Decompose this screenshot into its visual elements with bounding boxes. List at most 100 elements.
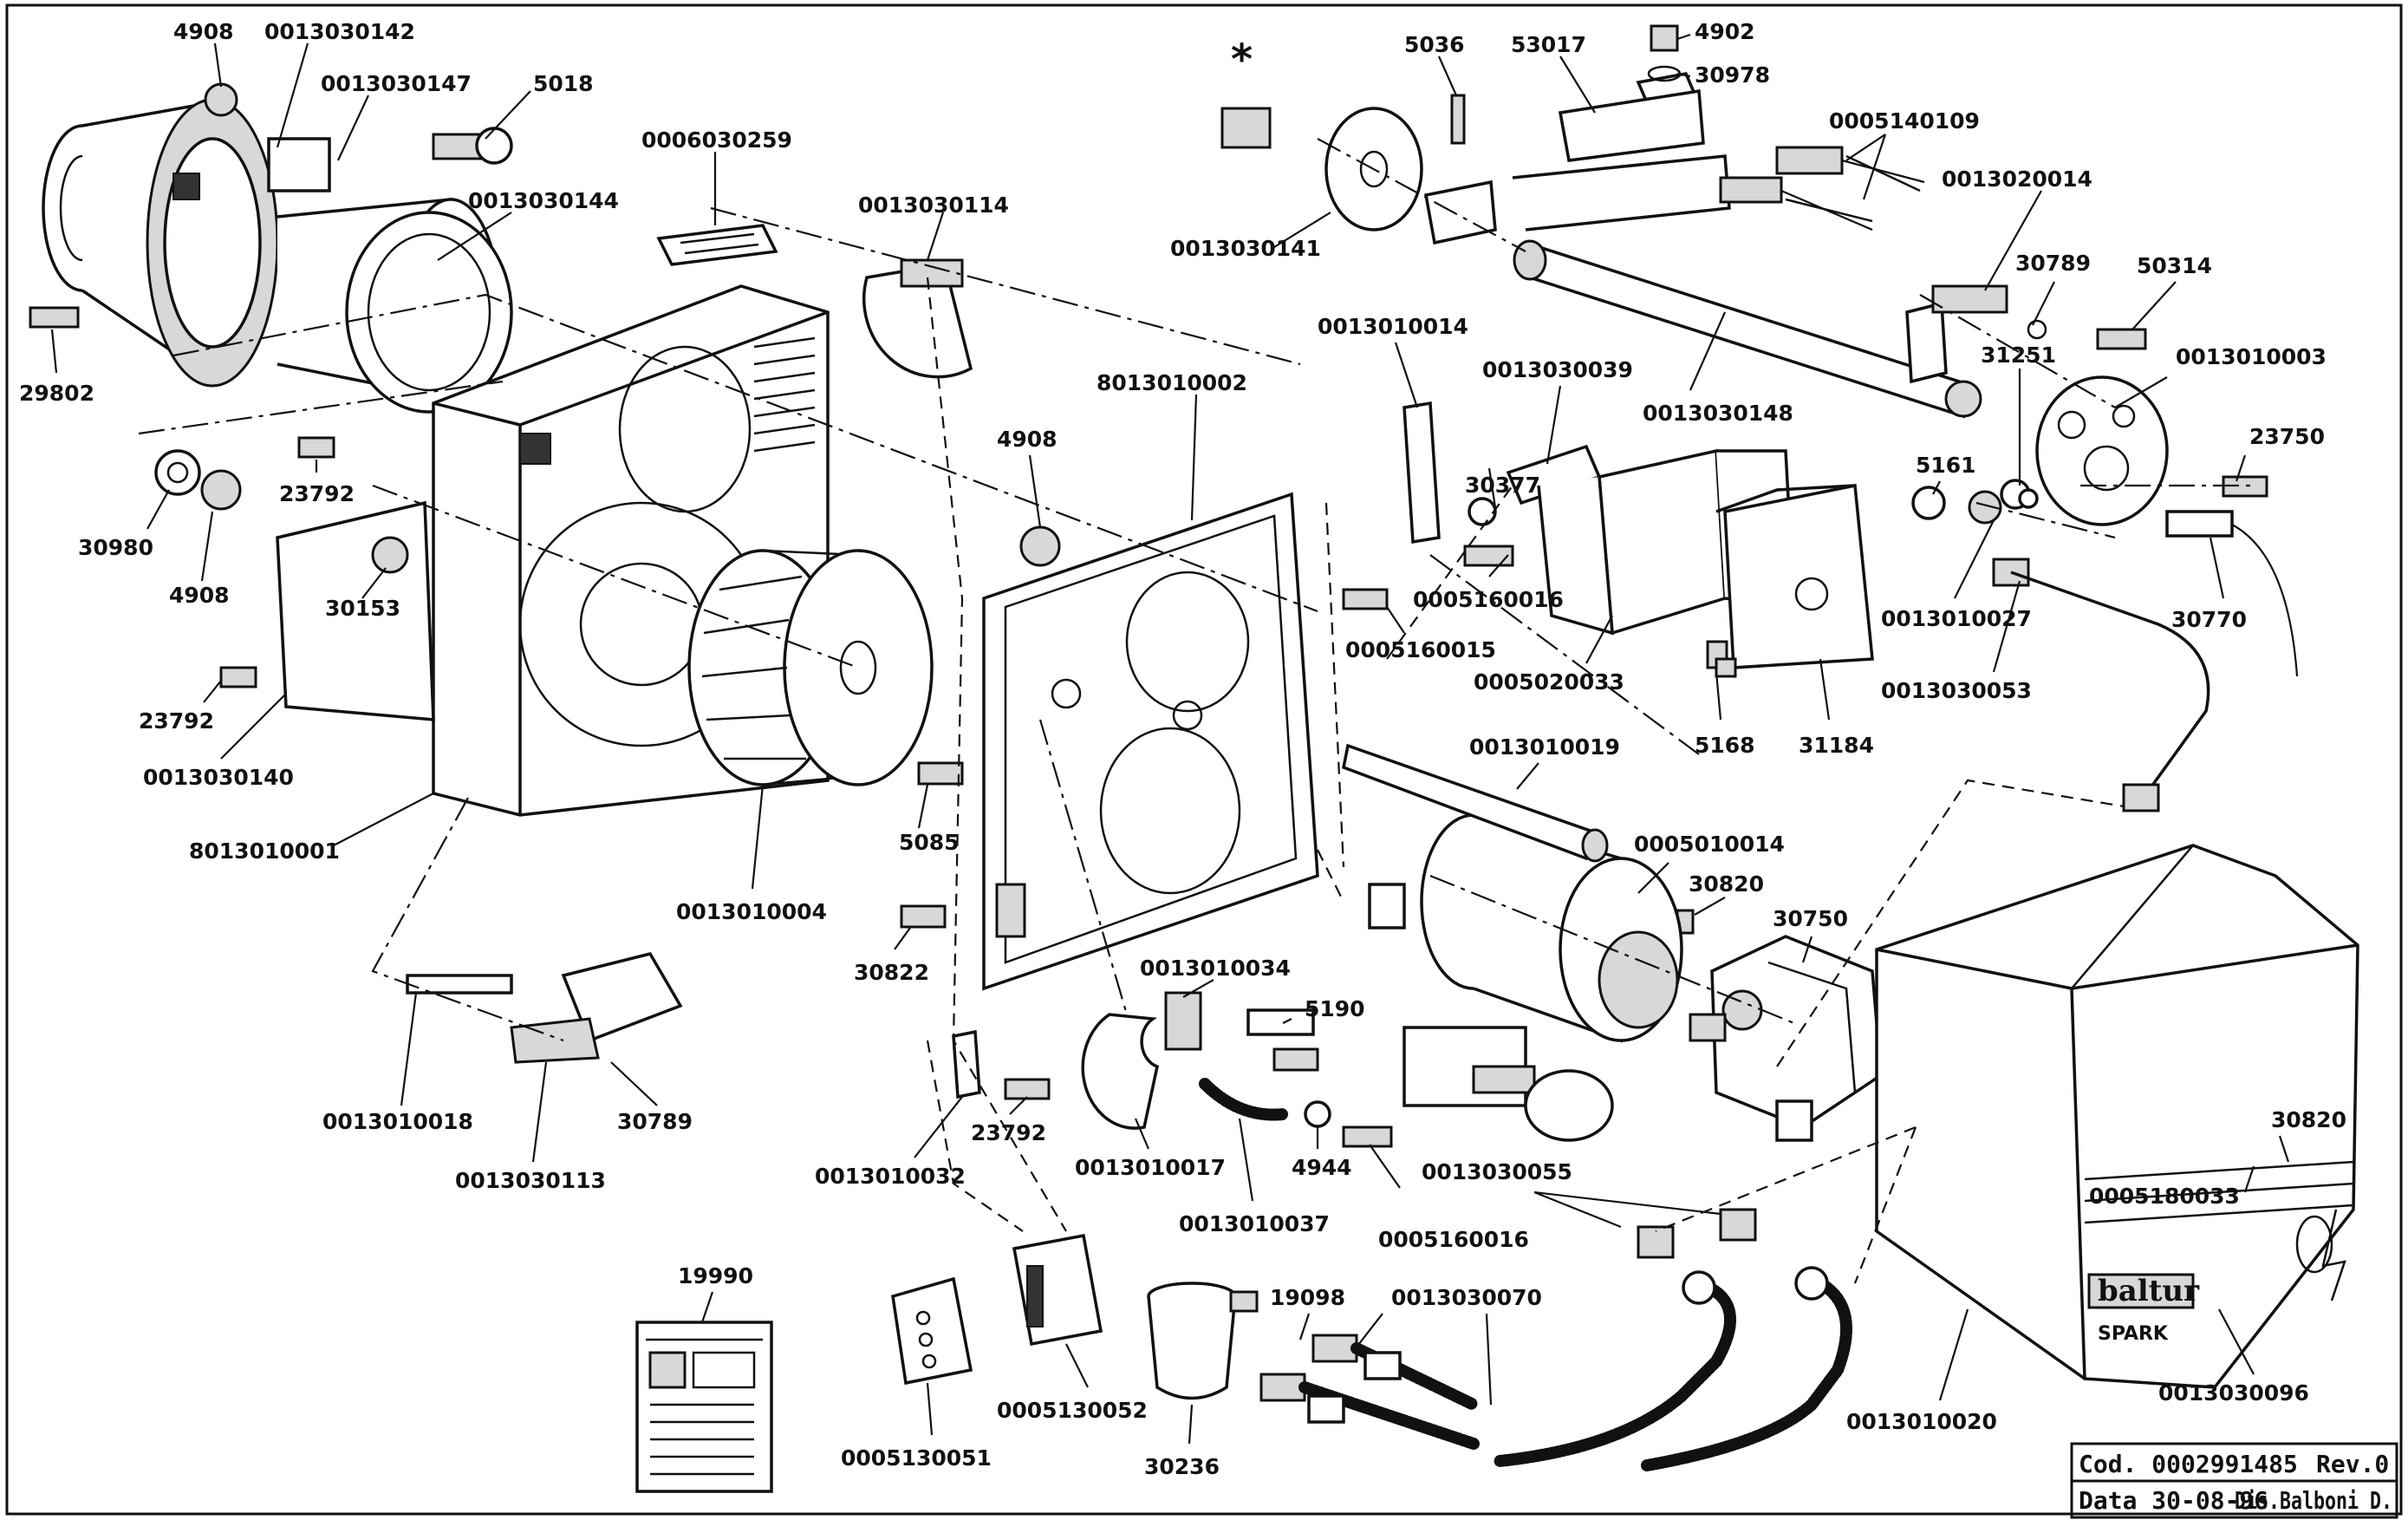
part-label: 0013010014 [1318, 314, 1468, 339]
oil-pump [1689, 935, 1883, 1142]
part-label: 8013010002 [1097, 370, 1247, 395]
connector-plugs [891, 1233, 1103, 1386]
part-label: 0013030148 [1643, 401, 1793, 426]
part-label: 0005130052 [997, 1398, 1148, 1423]
air-regulator-disc [1931, 284, 2169, 526]
part-label: 0013030147 [321, 71, 472, 96]
air-damper [862, 258, 973, 379]
fan-wheel [687, 549, 934, 786]
housing-vents [753, 336, 816, 453]
part-label: 53017 [1511, 32, 1586, 57]
part-label: 29802 [19, 381, 94, 406]
tie-rod [1341, 743, 1609, 863]
part-label: 0013010003 [2176, 344, 2327, 369]
oil-filter [1147, 1282, 1259, 1400]
part-label: 30789 [2015, 251, 2091, 276]
burner-cover: baltur SPARK [1875, 844, 2359, 1389]
part-label: 30822 [854, 960, 929, 985]
part-label: 0013010034 [1140, 956, 1291, 981]
part-label: 0005130051 [841, 1445, 992, 1471]
part-label: 0013010037 [1179, 1211, 1330, 1236]
part-label: 0013030114 [858, 192, 1009, 218]
drawing-code: Cod. 0002991485 [2079, 1450, 2298, 1478]
nozzle: * [1220, 36, 1272, 149]
flexible-hoses [1259, 1208, 1852, 1471]
part-label: 0013030140 [143, 765, 294, 790]
part-label: 19098 [1270, 1285, 1345, 1310]
part-label: 4944 [1292, 1155, 1352, 1180]
part-label: 31184 [1799, 733, 1874, 758]
instruction-booklet [635, 1321, 773, 1493]
nozzle-asterisk: * [1231, 36, 1253, 84]
part-label: 0013020014 [1942, 166, 2092, 192]
part-label: 0013010020 [1846, 1409, 1997, 1434]
part-label: 0005010014 [1634, 832, 1785, 857]
nozzle-oil-line [1992, 558, 2210, 812]
part-label: 5168 [1695, 733, 1755, 758]
part-label: 0013030144 [468, 188, 619, 213]
part-label: 19990 [678, 1263, 753, 1288]
part-label: 0005160016 [1378, 1227, 1529, 1252]
part-label: 0013010032 [815, 1164, 966, 1189]
part-label: 5190 [1305, 996, 1365, 1021]
cover-model-text: SPARK [2098, 1323, 2169, 1345]
part-label: 8013010001 [189, 838, 340, 864]
sheet-border [5, 3, 2403, 1516]
leader-lines [50, 33, 2290, 1445]
drawing-author: Dis.Balboni D. [2235, 1486, 2392, 1515]
part-label: 23750 [2249, 424, 2325, 449]
nozzle-holder-assembly [1229, 24, 1982, 419]
part-label: 0013010027 [1881, 606, 2032, 631]
part-label: 0013030096 [2158, 1380, 2309, 1406]
part-label: 4908 [173, 19, 234, 44]
part-label: 0013030113 [455, 1168, 606, 1193]
damper-shaft [406, 951, 683, 1064]
part-label: 0013030070 [1391, 1285, 1542, 1310]
part-label: 30153 [325, 596, 400, 621]
photocell [2000, 479, 2299, 677]
part-label: 5018 [533, 71, 594, 96]
cover-brand-text: baltur [2098, 1274, 2200, 1308]
part-label: 0013030039 [1482, 357, 1633, 382]
title-block: Cod. 0002991485 Rev.0 Data 30-08-96 Dis.… [2070, 1442, 2398, 1519]
part-label: 5161 [1916, 453, 1976, 478]
assembly-axes [138, 138, 2254, 1284]
part-label: 30750 [1773, 906, 1848, 931]
part-labels: 4908 0013030142 0013030147 5018 00130301… [19, 19, 2346, 1479]
cable-bracket [952, 1029, 981, 1099]
part-label: 30978 [1695, 62, 1770, 88]
part-label: 4902 [1695, 19, 1755, 44]
part-label: 0005160016 [1413, 587, 1564, 612]
part-label: 5085 [899, 830, 960, 855]
part-label: 31251 [1981, 342, 2056, 368]
part-label: 0005160015 [1345, 637, 1496, 662]
drawing-date: Data 30-08-96 [2079, 1486, 2268, 1515]
part-label: 30980 [78, 535, 153, 560]
drawing-revision: Rev.0 [2316, 1450, 2389, 1478]
part-label: 0013010017 [1075, 1155, 1226, 1180]
part-label: 0013010019 [1469, 734, 1620, 760]
part-label: 0013030141 [1170, 236, 1321, 261]
part-label: 4908 [997, 427, 1058, 452]
part-label: 23792 [971, 1120, 1046, 1145]
fasteners [29, 82, 2333, 1184]
part-label: 0005140109 [1829, 108, 1980, 134]
part-label: 0005020033 [1474, 669, 1624, 695]
part-label: 50314 [2137, 253, 2212, 278]
ignition-cables [1719, 146, 1925, 232]
info-plate [656, 224, 778, 266]
components: baltur SPARK [29, 24, 2359, 1493]
part-label: 0013030055 [1422, 1159, 1572, 1184]
part-label: 30820 [2271, 1107, 2346, 1132]
part-label: 30377 [1465, 473, 1540, 498]
part-label: 30236 [1144, 1454, 1220, 1479]
part-label: 0005180033 [2089, 1184, 2240, 1209]
part-label: 0006030259 [641, 127, 792, 153]
mounting-plate [982, 492, 1319, 991]
flange-gasket [345, 211, 513, 414]
part-label: 30789 [617, 1109, 693, 1134]
part-label: 23792 [139, 708, 214, 734]
part-label: 0013010004 [676, 899, 827, 924]
control-box [1402, 401, 1874, 678]
